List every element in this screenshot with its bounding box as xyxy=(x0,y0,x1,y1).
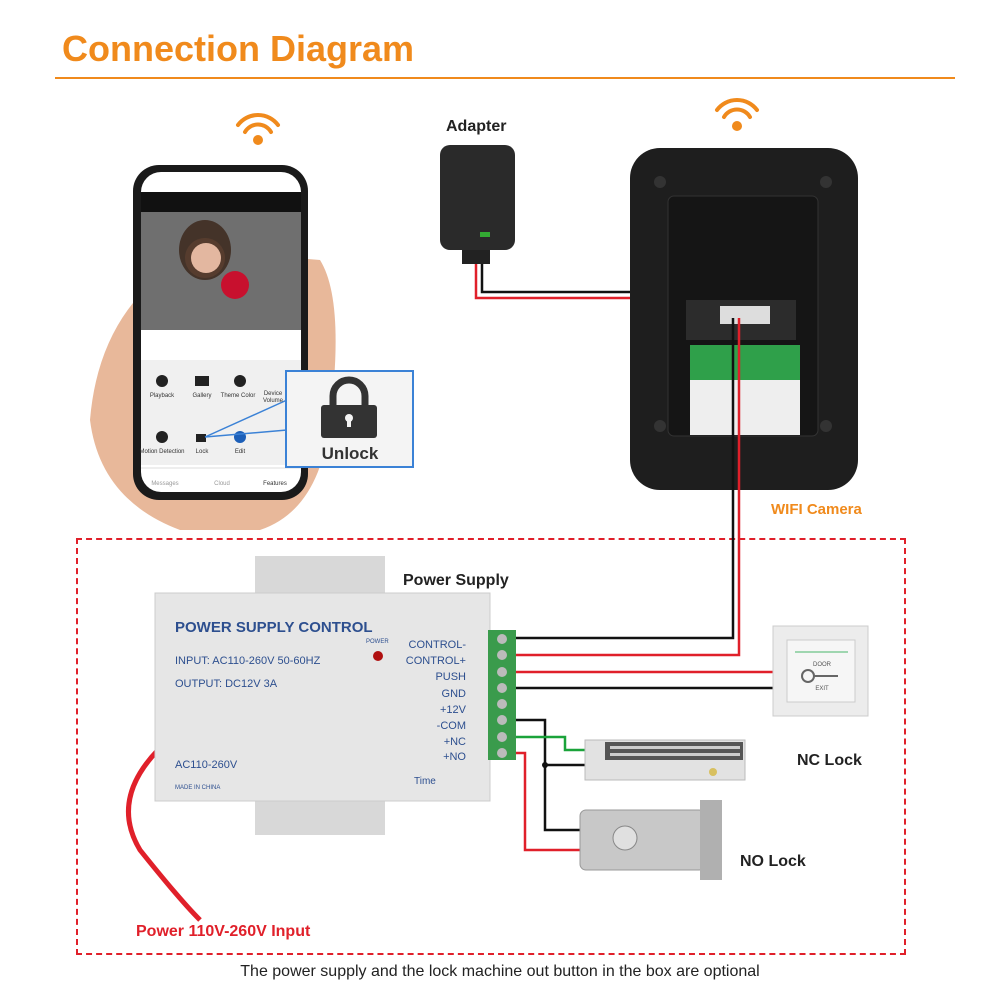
no-lock-label: NO Lock xyxy=(740,853,806,870)
adapter-label: Adapter xyxy=(446,118,507,135)
app-nav-messages[interactable]: Messages xyxy=(151,481,178,487)
power-input-label: Power 110V-260V Input xyxy=(136,923,311,940)
terminal-gnd: GND xyxy=(442,688,467,700)
ps-ac-label: AC110-260V xyxy=(175,759,238,771)
nc-magnetic-lock xyxy=(584,739,746,781)
terminal-com: -COM xyxy=(437,720,466,732)
unlock-label: Unlock xyxy=(322,444,379,463)
app-feature-volume[interactable]: Device Volume xyxy=(262,391,283,404)
terminal-12v: +12V xyxy=(440,704,467,716)
app-feature-gallery[interactable]: Gallery xyxy=(192,393,211,399)
phone-with-hand xyxy=(90,165,336,530)
optional-components-box xyxy=(76,538,906,955)
terminal-nc: +NC xyxy=(444,736,466,748)
wifi-camera-label: WIFI Camera xyxy=(771,501,862,518)
power-adapter xyxy=(440,145,515,264)
app-nav-cloud[interactable]: Cloud xyxy=(214,481,230,487)
lock-icon xyxy=(329,376,369,408)
footnote: The power supply and the lock machine ou… xyxy=(240,963,760,980)
exit-button: DOOR EXIT xyxy=(772,625,869,717)
wifi-icon xyxy=(236,113,280,145)
ps-made-in: MADE IN CHINA xyxy=(175,785,220,791)
ps-time-label: Time xyxy=(414,776,436,787)
app-feature-lock[interactable]: Lock xyxy=(196,449,210,455)
power-supply-label: Power Supply xyxy=(403,572,509,589)
ps-output-spec: OUTPUT: DC12V 3A xyxy=(175,678,278,690)
power-supply-unit xyxy=(154,556,516,835)
wifi-camera xyxy=(630,148,858,490)
title-divider xyxy=(55,77,955,79)
app-feature-playback[interactable]: Playback xyxy=(150,393,175,399)
ps-power-led-label: POWER xyxy=(366,639,389,645)
page-title: Connection Diagram xyxy=(62,28,415,69)
terminal-screws xyxy=(497,634,507,758)
app-feature-theme[interactable]: Theme Color xyxy=(221,393,256,399)
app-nav-features[interactable]: Features xyxy=(263,481,287,487)
terminal-push: PUSH xyxy=(435,671,466,683)
wifi-icon xyxy=(715,98,759,131)
app-feature-motion[interactable]: Motion Detection xyxy=(139,449,184,455)
no-electric-lock xyxy=(579,800,722,880)
terminal-control-plus: CONTROL+ xyxy=(406,655,466,667)
ps-input-spec: INPUT: AC110-260V 50-60HZ xyxy=(175,655,321,667)
terminal-control-minus: CONTROL- xyxy=(409,639,467,651)
ps-brand: POWER SUPPLY CONTROL xyxy=(175,619,373,636)
unlock-callout[interactable]: Unlock xyxy=(285,370,414,468)
exit-button-exit-text: EXIT xyxy=(815,686,829,692)
terminal-no: +NO xyxy=(443,751,466,763)
nc-lock-label: NC Lock xyxy=(797,752,862,769)
app-feature-edit[interactable]: Edit xyxy=(235,449,246,455)
exit-button-door-text: DOOR xyxy=(813,662,832,668)
